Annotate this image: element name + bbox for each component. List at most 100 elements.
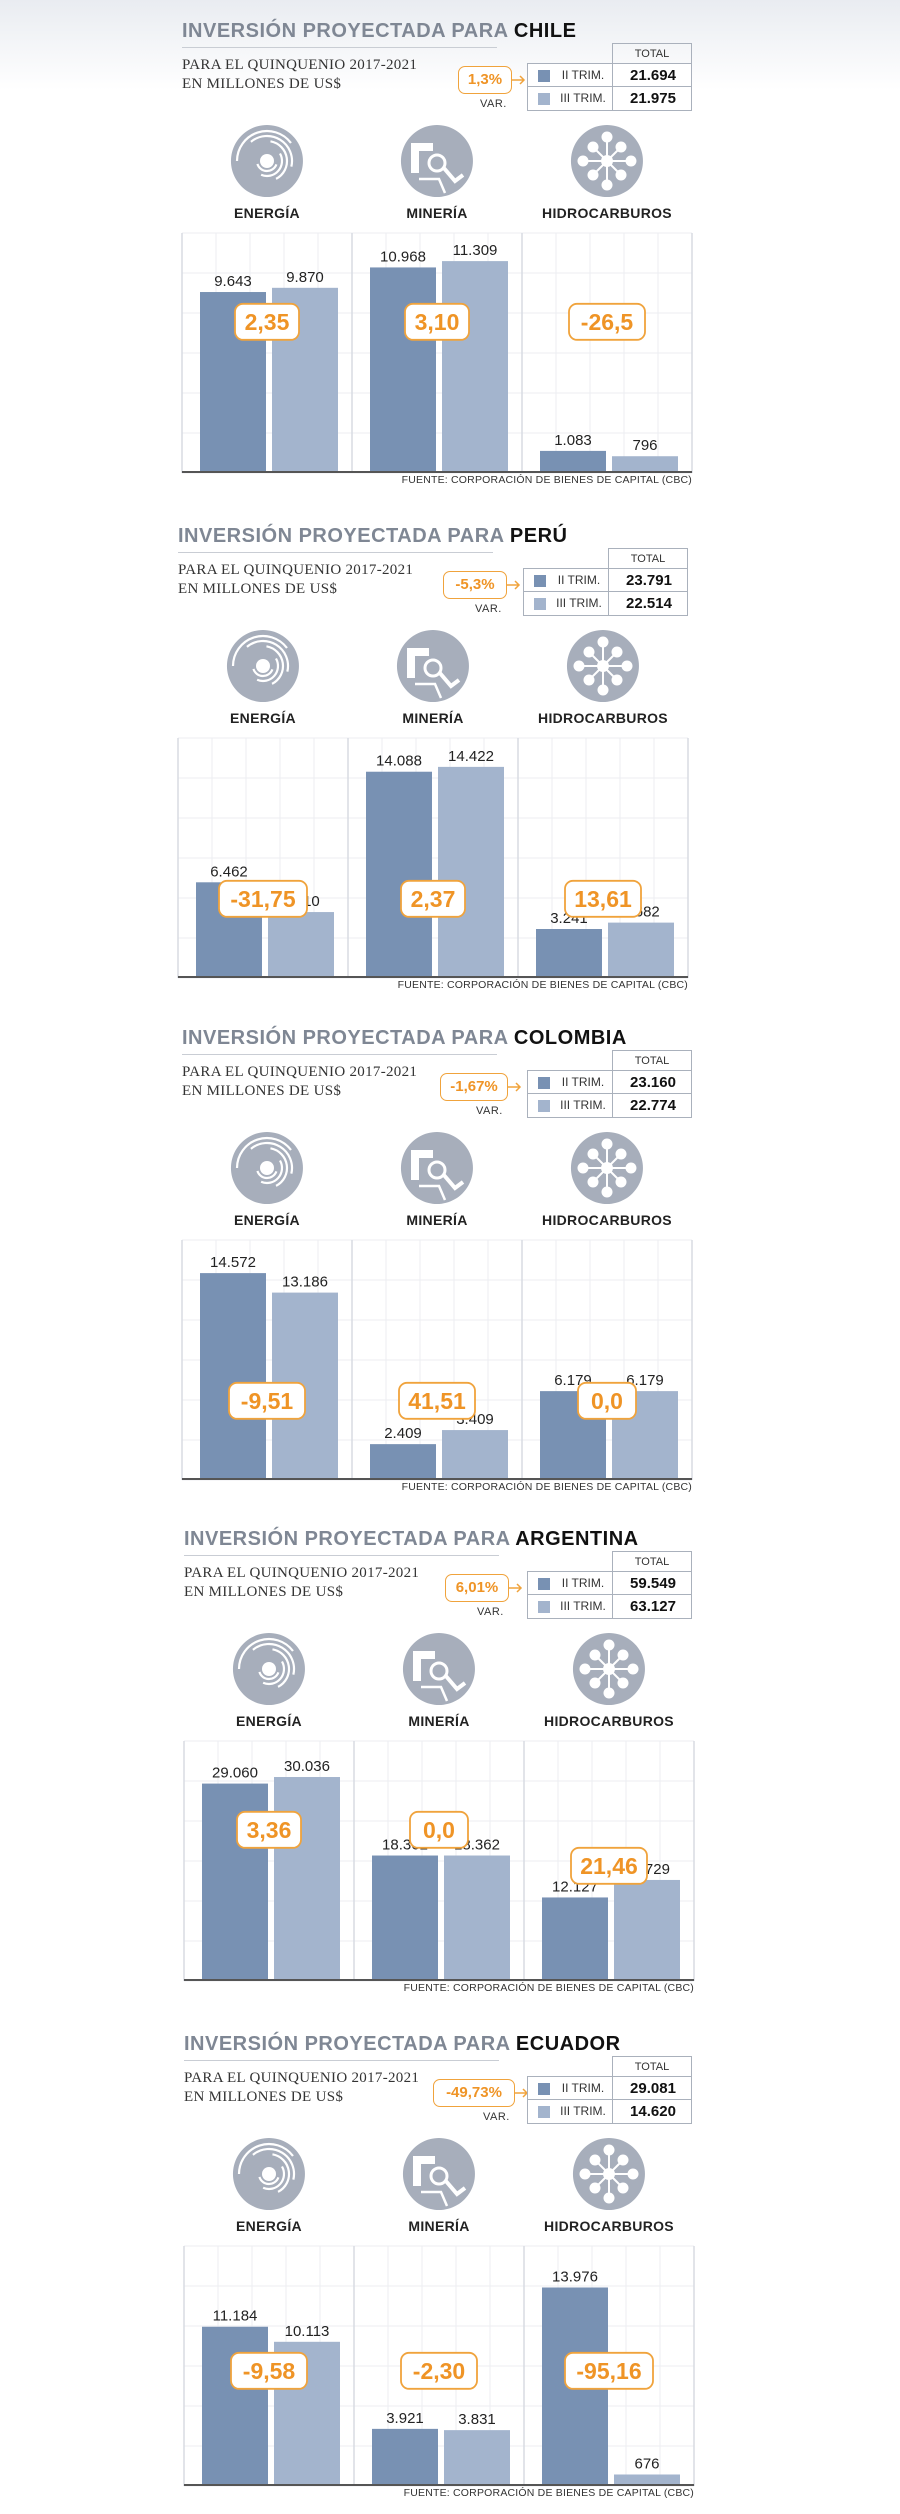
source-note: FUENTE: CORPORACIÓN DE BIENES DE CAPITAL…	[397, 979, 688, 991]
subtitle-line-2: EN MILLONES DE US$	[184, 1584, 344, 1600]
variation-label: VAR.	[480, 98, 507, 110]
hydrocarbon-molecule-icon	[565, 628, 641, 704]
subtitle: PARA EL QUINQUENIO 2017-2021 EN MILLONES …	[182, 1063, 417, 1101]
category-label: ENERGÍA	[230, 710, 296, 726]
variation-badge-box	[409, 1810, 469, 1849]
bar-q2-1	[370, 1444, 436, 1478]
subtitle-line-1: PARA EL QUINQUENIO 2017-2021	[184, 2070, 420, 2086]
value-label: 13.976	[552, 2268, 598, 2285]
legend-label-q2: II TRIM.	[557, 573, 601, 587]
total-variation-badge: 1,3%	[458, 66, 512, 94]
value-label: 13.186	[282, 1274, 328, 1291]
bar-q3-1	[444, 1855, 510, 1979]
legend-swatch-q2	[538, 1077, 550, 1089]
legend-swatch-q3	[534, 598, 546, 610]
mining-robotic-arm-icon	[401, 2136, 477, 2212]
variation-value: 0,0	[423, 1817, 455, 1843]
value-label: 796	[632, 437, 657, 454]
mining-robotic-arm-icon	[399, 1130, 475, 1206]
title-underline	[184, 2060, 499, 2061]
variation-value: 2,35	[245, 309, 290, 335]
title-underline	[178, 552, 493, 553]
country-panel-colombia: INVERSIÓN PROYECTADA PARA COLOMBIA PARA E…	[0, 1007, 900, 1497]
panel-title: INVERSIÓN PROYECTADA PARA COLOMBIA	[182, 1027, 627, 1050]
bar-q2-0	[200, 1273, 266, 1478]
subtitle-line-1: PARA EL QUINQUENIO 2017-2021	[182, 1064, 418, 1080]
legend-row-q2: II TRIM. 23.791	[523, 568, 688, 592]
category-label: ENERGÍA	[234, 1212, 300, 1228]
variation-arrow-icon	[508, 1082, 522, 1092]
variation-arrow-icon	[509, 1583, 523, 1593]
category-label: MINERÍA	[406, 205, 468, 221]
legend-total-header: TOTAL	[612, 1551, 692, 1571]
energy-swirl-icon	[229, 1130, 305, 1206]
subtitle-line-2: EN MILLONES DE US$	[184, 2089, 344, 2105]
title-country: PERÚ	[509, 525, 568, 547]
variation-badge-box	[570, 1846, 648, 1885]
hydrocarbon-molecule-icon	[569, 123, 645, 199]
value-label: 10.968	[380, 248, 426, 265]
value-label: 9.870	[286, 269, 324, 286]
bar-q3-1	[442, 261, 508, 471]
bar-q2-1	[370, 267, 436, 471]
total-variation-badge: -49,73%	[433, 2079, 515, 2107]
legend-swatch-q3	[538, 1601, 550, 1613]
variation-value: 21,46	[580, 1853, 638, 1879]
variation-badge-box	[228, 1381, 306, 1420]
legend-row-q3: III TRIM.63.127	[527, 1595, 692, 1619]
legend-total-q2: 23.791	[608, 569, 689, 592]
total-variation-badge: -5,3%	[443, 571, 507, 599]
variation-value: -95,16	[576, 2358, 641, 2384]
bar-q3-1	[442, 1430, 508, 1478]
subtitle-line-1: PARA EL QUINQUENIO 2017-2021	[178, 562, 414, 578]
legend-label-q3: III TRIM.	[560, 1098, 606, 1112]
title-underline	[182, 1054, 497, 1055]
value-label: 11.184	[213, 2308, 258, 2325]
variation-badge-box	[404, 302, 470, 341]
category-label: ENERGÍA	[234, 205, 300, 221]
variation-arrow-icon	[507, 580, 521, 590]
subtitle-line-1: PARA EL QUINQUENIO 2017-2021	[182, 57, 418, 73]
variation-badge-box	[400, 879, 466, 918]
legend-total-header: TOTAL	[612, 43, 692, 63]
variation-value: -9,51	[241, 1388, 294, 1414]
total-variation-badge: 6,01%	[445, 1574, 509, 1602]
title-country: CHILE	[513, 20, 577, 42]
bar-q3-0	[268, 912, 334, 976]
hydrocarbon-molecule-icon	[571, 2136, 647, 2212]
bar-q3-2	[614, 2474, 680, 2484]
legend-total-header: TOTAL	[612, 2056, 692, 2076]
legend-label-q2: II TRIM.	[561, 1576, 605, 1590]
category-label: HIDROCARBUROS	[538, 710, 668, 726]
variation-badge-box	[398, 1381, 476, 1420]
energy-swirl-icon	[231, 2136, 307, 2212]
value-label: 14.422	[448, 748, 494, 765]
subtitle-line-2: EN MILLONES DE US$	[182, 76, 342, 92]
legend-label-q3: III TRIM.	[560, 1599, 606, 1613]
legend-label-q3: III TRIM.	[556, 596, 602, 610]
variation-value: 3,36	[247, 1817, 292, 1843]
energy-swirl-icon	[229, 123, 305, 199]
legend-swatch-q3	[538, 2106, 550, 2118]
title-underline	[184, 1555, 499, 1556]
energy-swirl-icon	[225, 628, 301, 704]
total-variation-badge: -1,67%	[440, 1073, 508, 1101]
value-label: 14.572	[210, 1254, 256, 1271]
hydrocarbon-molecule-icon	[571, 1631, 647, 1707]
value-label: 1.083	[554, 432, 592, 449]
legend-row-q2: II TRIM.59.549	[527, 1571, 692, 1595]
legend-total-q2: 29.081	[612, 2077, 693, 2100]
value-label: 9.643	[214, 273, 252, 290]
subtitle-line-2: EN MILLONES DE US$	[182, 1083, 342, 1099]
bar-q3-1	[438, 766, 504, 976]
mining-robotic-arm-icon	[401, 1631, 477, 1707]
bar-q2-0	[202, 2326, 268, 2484]
legend-label-q3: III TRIM.	[560, 91, 606, 105]
category-label: HIDROCARBUROS	[544, 2218, 674, 2234]
